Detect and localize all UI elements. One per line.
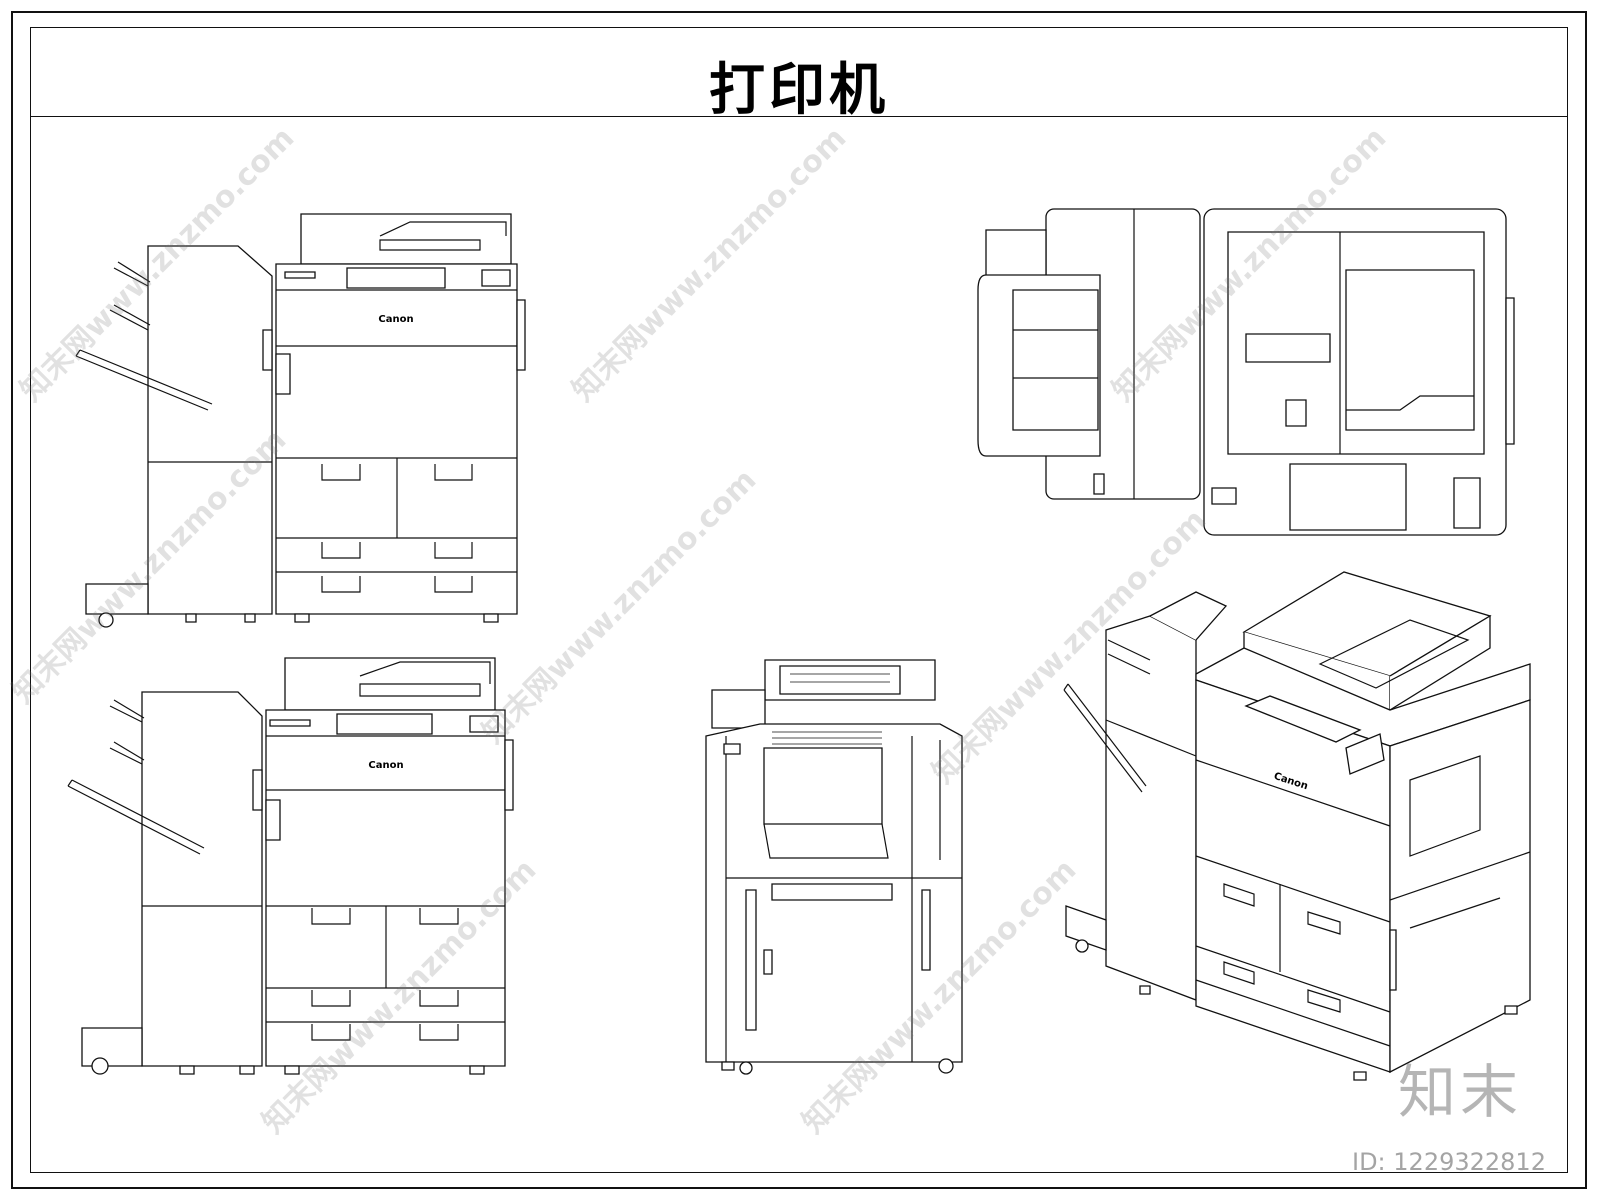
printer-side-view bbox=[706, 660, 962, 1074]
page-title: 打印机 bbox=[709, 58, 889, 123]
brand-label-front: Canon bbox=[378, 314, 413, 325]
image-id-label: ID: 1229322812 bbox=[1352, 1148, 1546, 1176]
inner-border bbox=[30, 27, 1568, 1173]
outer-border bbox=[11, 11, 1587, 1189]
printer-front-view-2: Canon bbox=[68, 658, 513, 1074]
printer-isometric-view: Canon bbox=[1064, 572, 1530, 1080]
printer-front-view-1: Canon bbox=[76, 214, 525, 627]
brand-logo: 知末 bbox=[1398, 1058, 1523, 1126]
printer-top-view bbox=[978, 209, 1514, 535]
brand-label-front-2: Canon bbox=[368, 760, 403, 771]
title-block: 打印机 bbox=[30, 27, 1568, 123]
